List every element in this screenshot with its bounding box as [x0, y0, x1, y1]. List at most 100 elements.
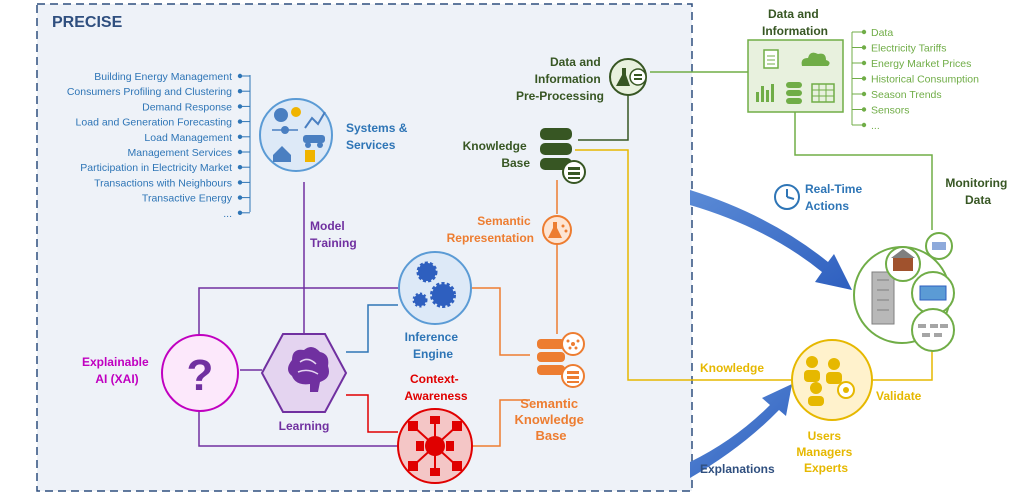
systems-label-line2: Services: [346, 138, 396, 152]
preproc-line3: Pre-Processing: [516, 89, 604, 103]
list-bullet: [861, 107, 867, 112]
systems-list-item: Consumers Profiling and Clustering: [67, 86, 232, 98]
flask-icon: [616, 68, 630, 86]
users-label: Users Managers Experts: [796, 429, 855, 475]
systems-label: Systems & Services: [346, 121, 411, 152]
semantic-kb-node[interactable]: [537, 332, 585, 388]
systems-services-node[interactable]: [259, 98, 333, 172]
list-bullet: [237, 89, 243, 94]
context-label: Context- Awareness: [404, 372, 467, 403]
data-list-item: ...: [871, 120, 880, 132]
list-bullet: [237, 73, 243, 79]
semantic-kb-line1: Semantic: [520, 396, 578, 411]
list-bullet: [861, 45, 867, 50]
semantic-rep-node[interactable]: [542, 215, 572, 245]
list-bullet: [237, 210, 243, 215]
systems-list-item: Management Services: [128, 147, 232, 159]
users-line3: Experts: [804, 461, 848, 475]
context-line1: Context-: [410, 372, 459, 386]
realtime-line1: Real-Time: [805, 182, 862, 196]
line-data-monitoring: [794, 112, 933, 230]
model-training-line2: Training: [310, 236, 357, 250]
kb-label: Knowledge Base: [463, 139, 531, 170]
flask-icon: [548, 222, 562, 238]
data-list-item: Season Trends: [871, 89, 942, 101]
realtime-actions: [774, 184, 800, 210]
users-line2: Managers: [796, 445, 852, 459]
database-icon: [786, 82, 802, 104]
cloud-icon: [801, 52, 830, 66]
list-bullet: [237, 180, 243, 185]
cars-icon: [918, 324, 948, 337]
line-inference-skb: [472, 287, 530, 356]
line-learning-context: [346, 394, 398, 433]
semantic-rep-label: Semantic Representation: [447, 214, 534, 245]
systems-list-item: ...: [223, 208, 232, 220]
inference-engine-node[interactable]: [398, 251, 472, 325]
systems-label-line1: Systems &: [346, 121, 408, 135]
data-list-item: Electricity Tariffs: [871, 43, 946, 55]
knowledge-base-node[interactable]: [540, 128, 586, 184]
line-context-skb: [472, 399, 530, 447]
list-bullet: [237, 104, 243, 109]
solar-house-icon: [919, 285, 947, 301]
learning-label: Learning: [279, 419, 330, 433]
realtime-label: Real-Time Actions: [805, 182, 865, 213]
model-training-line1: Model: [310, 219, 345, 233]
explanations-arrow: [690, 384, 792, 478]
data-list-item: Historical Consumption: [871, 74, 979, 86]
list-bullet: [237, 165, 243, 170]
line-xai-inference: [198, 287, 398, 345]
monitoring-line1: Monitoring: [945, 176, 1007, 190]
data-info-line2: Information: [762, 24, 828, 38]
list-bullet: [237, 119, 243, 124]
semantic-kb-line3: Base: [535, 428, 566, 443]
data-info-box[interactable]: [747, 39, 844, 113]
list-bullet: [237, 134, 243, 139]
data-list-item: Energy Market Prices: [871, 58, 971, 70]
small-house-icon: [932, 242, 946, 250]
document-icon: [763, 49, 779, 69]
monitoring-label: Monitoring Data: [945, 176, 1010, 207]
explanations-label: Explanations: [700, 462, 775, 476]
kb-line2: Base: [501, 156, 530, 170]
systems-list-item: Transactive Energy: [142, 193, 233, 205]
systems-list-item: Demand Response: [142, 101, 232, 113]
inference-label: Inference Engine: [405, 330, 462, 361]
semantic-kb-label: Semantic Knowledge Base: [515, 396, 588, 443]
xai-node[interactable]: ?: [161, 334, 239, 412]
users-node[interactable]: [791, 339, 873, 421]
line-kb-users: [575, 149, 792, 381]
list-bullet: [237, 195, 243, 200]
realtime-line2: Actions: [805, 199, 849, 213]
line-learning-inference: [346, 304, 398, 353]
learning-node[interactable]: [260, 333, 348, 413]
tower-building-icon: [871, 271, 895, 325]
semantic-kb-line2: Knowledge: [515, 412, 584, 427]
buildings-cluster[interactable]: [853, 232, 955, 352]
inference-line2: Engine: [413, 347, 453, 361]
semantic-rep-line2: Representation: [447, 231, 534, 245]
list-bullet: [861, 76, 867, 81]
systems-list-item: Load Management: [144, 132, 232, 144]
layers-icon: [629, 68, 647, 86]
model-training-label: Model Training: [310, 219, 357, 250]
xai-line2: AI (XAI): [95, 372, 138, 386]
precise-frame: [36, 3, 693, 492]
question-icon: ?: [187, 351, 214, 400]
systems-list-item: Building Energy Management: [94, 71, 232, 83]
data-list-item: Data: [871, 27, 893, 39]
preproc-label: Data and Information Pre-Processing: [516, 55, 604, 103]
list-bullet: [861, 91, 867, 97]
context-line2: Awareness: [404, 389, 467, 403]
gear-icon: [416, 261, 438, 283]
preprocessing-node[interactable]: [609, 58, 647, 96]
context-awareness-node[interactable]: [397, 408, 473, 484]
list-bullet: [861, 122, 867, 128]
frame-title: PRECISE: [52, 14, 123, 31]
xai-label: Explainable AI (XAI): [82, 355, 152, 386]
semantic-rep-line1: Semantic: [477, 214, 531, 228]
